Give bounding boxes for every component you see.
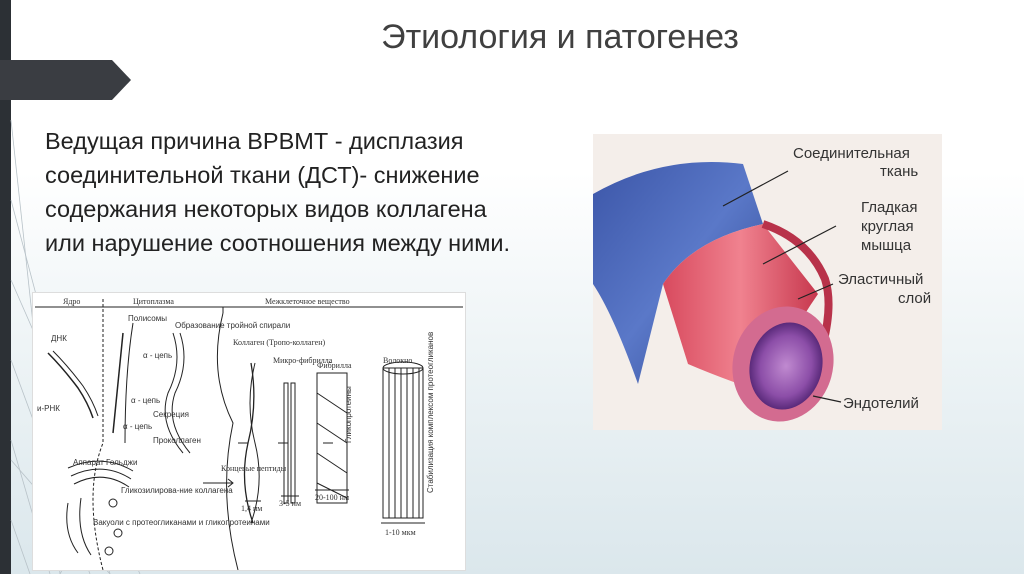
label-elastic-line2: слой — [898, 290, 931, 307]
label-microfibril: Микро-фибрилла — [273, 356, 333, 365]
label-end-peptides: Концевые пептиды — [221, 464, 287, 473]
label-polysomes: Полисомы — [128, 314, 167, 323]
label-dna: ДНК — [51, 334, 67, 343]
label-fibril: Фибрилла — [317, 361, 352, 370]
label-glycoproteins: Гликопротеины — [344, 386, 353, 443]
label-mrna: и-РНК — [37, 404, 60, 413]
title-arrow-tab — [0, 60, 131, 100]
label-size-3: 20-100 нм — [315, 493, 349, 502]
label-smooth-line3: мышца — [861, 237, 912, 254]
label-alpha-chain-2: α - цепь — [131, 396, 160, 405]
left-accent-band — [0, 0, 11, 574]
label-vacuoles: Вакуоли с протеогликанами и гликопротеин… — [93, 518, 270, 527]
label-connective-tissue: Соединительная ткань — [793, 145, 918, 180]
label-alpha-chain-1: α - цепь — [143, 351, 172, 360]
label-extracellular: Межклеточное вещество — [265, 297, 350, 306]
label-elastic-line1: Эластичный — [838, 271, 923, 288]
label-collagen: Коллаген (Тропо-коллаген) — [233, 338, 325, 347]
label-connective-line1: Соединительная — [793, 145, 910, 162]
label-size-2: 3-5 нм — [279, 499, 301, 508]
label-secretion: Секреция — [153, 410, 189, 419]
label-elastic-layer: Эластичный слой — [838, 271, 931, 307]
body-text: Ведущая причина ВРВМТ - дисплазия соедин… — [45, 128, 511, 256]
label-golgi: Аппарат Гольджи — [73, 458, 137, 467]
label-nucleus: Ядро — [63, 297, 80, 306]
label-smooth-line2: круглая — [861, 218, 914, 235]
label-smooth-line1: Гладкая — [861, 199, 917, 216]
collagen-synthesis-diagram: Ядро Цитоплазма Межклеточное вещество ДН… — [32, 292, 466, 571]
label-alpha-chain-3: α - цепь — [123, 422, 152, 431]
label-glycosylation: Гликозилирова-ние коллагена — [121, 486, 233, 495]
label-endothelium: Эндотелий — [843, 395, 919, 412]
label-procollagen: Проколлаген — [153, 436, 201, 445]
label-triple-helix: Образование тройной спирали — [175, 321, 290, 330]
label-connective-line2: ткань — [880, 163, 918, 180]
vessel-wall-diagram: Соединительная ткань Гладкая круглая мыш… — [593, 134, 942, 430]
label-size-1: 1,4 нм — [241, 504, 262, 513]
label-fiber: Волокно — [383, 356, 412, 365]
label-smooth-muscle: Гладкая круглая мышца — [861, 199, 922, 254]
slide-title: Этиология и патогенез — [381, 18, 739, 56]
label-size-4: 1-10 мкм — [385, 528, 416, 537]
label-cytoplasm: Цитоплазма — [133, 297, 174, 306]
label-stabilization: Стабилизация комплексом протеогликанов — [426, 332, 435, 493]
